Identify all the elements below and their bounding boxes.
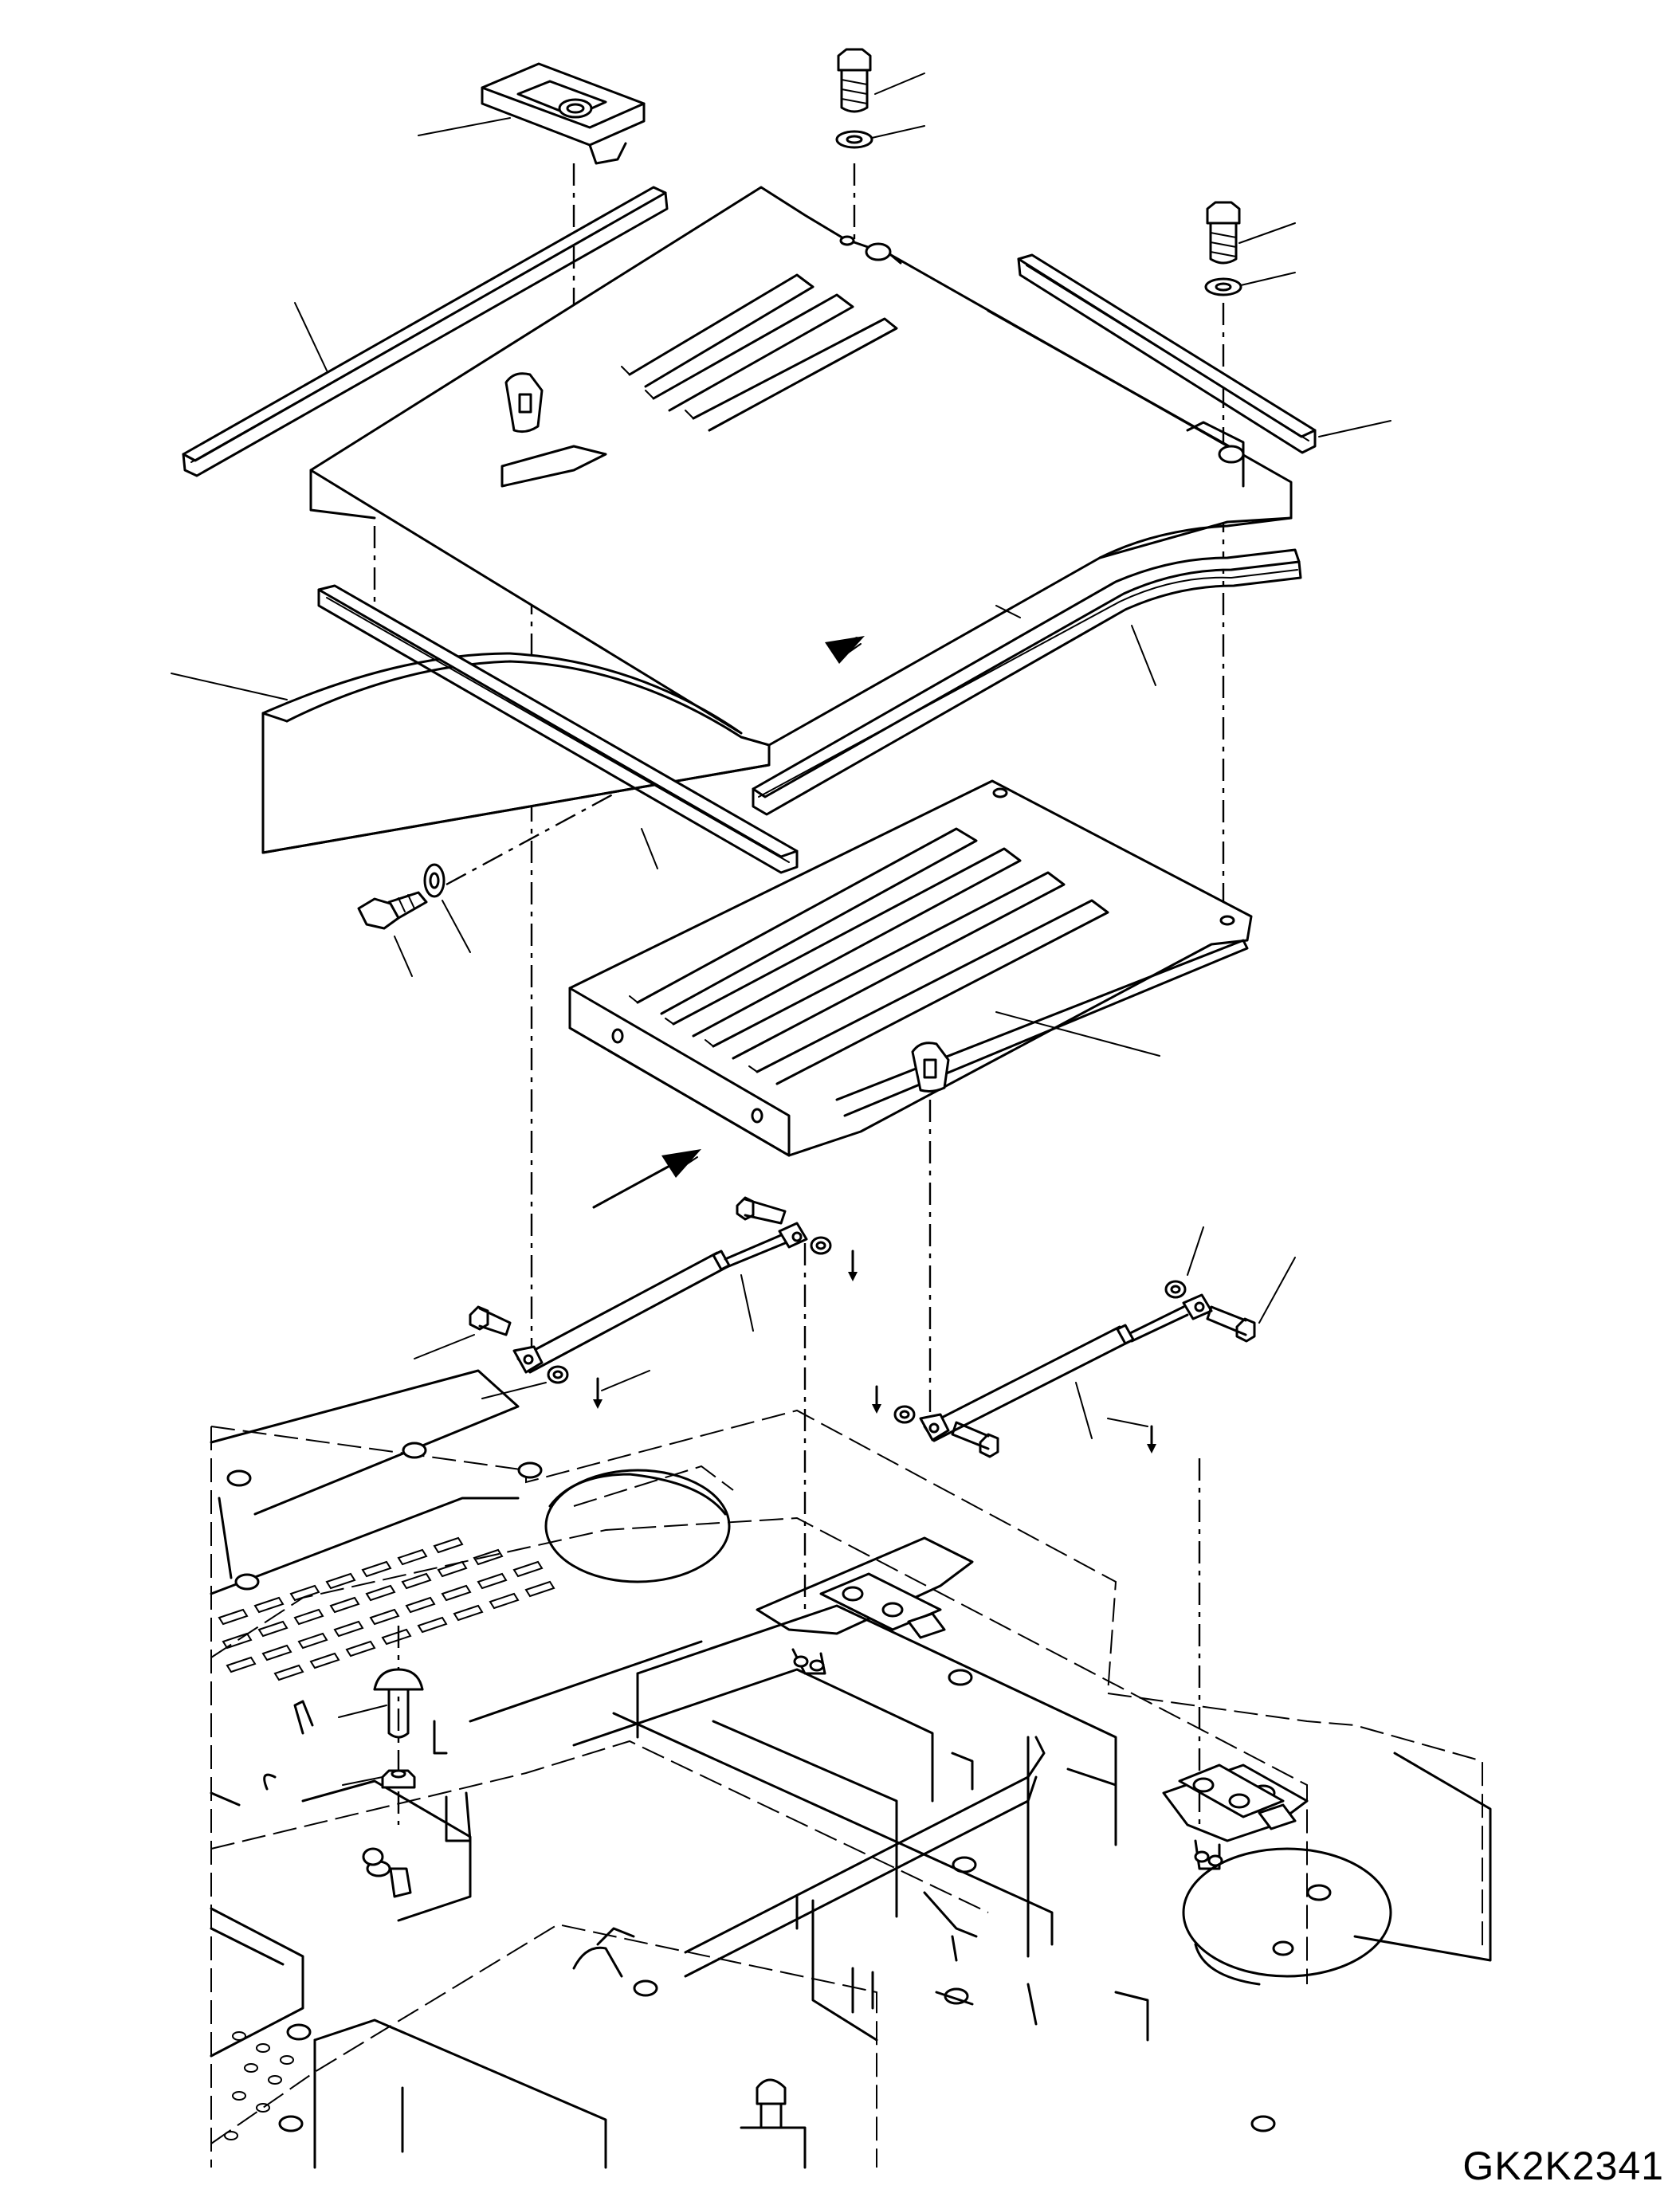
knob-stopper-left [373, 1668, 424, 1789]
hinge-bracket-right [1162, 1763, 1309, 1870]
gas-spring-right [893, 1280, 1256, 1458]
lock-latch [481, 62, 646, 165]
step-plate [568, 779, 1253, 1157]
seal-strip-upper-left [182, 186, 669, 477]
seal-strip-upper-right [1017, 253, 1317, 454]
drawing-number: GK2K2341 [1462, 2144, 1664, 2188]
revolving-frame [210, 1369, 1492, 2169]
floor-cover-main [261, 186, 1293, 854]
bolt-washer-top-center [835, 48, 873, 149]
down-arrows [593, 1250, 1156, 1454]
bolt-washer-top-right [1204, 201, 1242, 296]
leader-lines [171, 73, 1391, 1786]
vent-slots [218, 1536, 555, 1681]
hinge-bracket-left [756, 1536, 974, 1675]
gas-spring-left [469, 1196, 832, 1384]
bolt-washer-left [357, 863, 446, 930]
direction-arrows [592, 636, 865, 1209]
seal-strip-lower-right [752, 548, 1302, 816]
seal-strip-lower-left [317, 584, 799, 874]
floor-holes [224, 2031, 294, 2140]
